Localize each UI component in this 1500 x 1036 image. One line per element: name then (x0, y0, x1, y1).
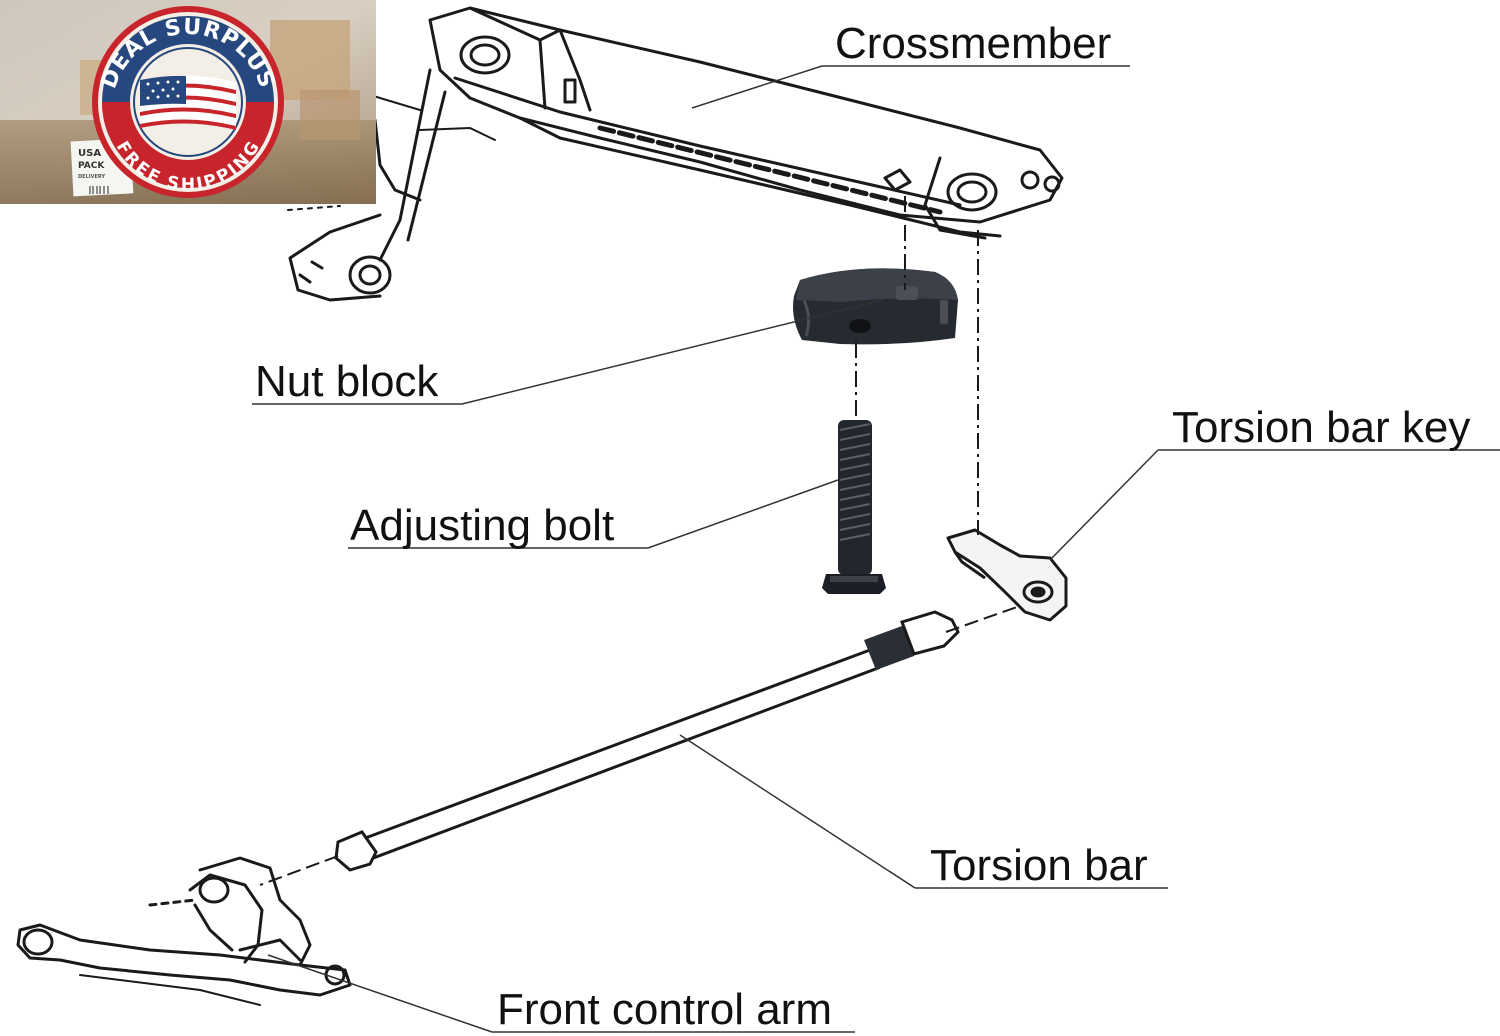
label-nut-block: Nut block (255, 357, 439, 406)
crossmember-drawing (287, 6, 1064, 302)
svg-text:USA: USA (78, 148, 101, 159)
torsion-bar-key-drawing (946, 528, 1068, 622)
label-torsion-bar: Torsion bar (930, 841, 1148, 890)
label-adjusting-bolt: Adjusting bolt (350, 501, 615, 550)
front-control-arm-drawing (16, 856, 352, 1006)
torsion-bar-drawing (259, 605, 1021, 886)
deal-surplus-badge: USA PACK DELIVERY DEAL SURPLUS (0, 0, 376, 204)
leader-lines (252, 65, 1500, 1033)
label-front-control-arm: Front control arm (497, 985, 832, 1034)
alignment-lines (855, 196, 979, 535)
us-flag-icon (140, 75, 236, 130)
label-crossmember: Crossmember (835, 19, 1112, 68)
svg-text:DELIVERY: DELIVERY (78, 174, 105, 180)
adjusting-bolt-part (822, 420, 886, 594)
label-torsion-bar-key: Torsion bar key (1172, 403, 1471, 452)
svg-text:PACK: PACK (78, 161, 105, 171)
nut-block-part (793, 268, 958, 345)
